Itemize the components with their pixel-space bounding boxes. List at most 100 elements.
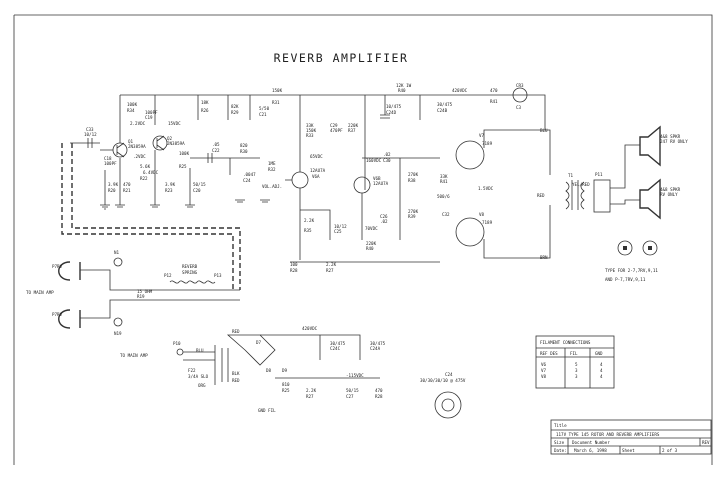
t1-name: T1 <box>568 173 574 178</box>
c24c-value: 30/475 <box>330 341 346 346</box>
r10w-name: R40 <box>398 88 406 93</box>
tb-doc-label: Document Number <box>572 440 610 445</box>
t1-core <box>571 180 579 210</box>
connector-pins <box>623 246 652 250</box>
c32-name: C32 <box>442 212 450 217</box>
jack-p7rv-bottom <box>58 309 81 329</box>
tb-date-label: Date: <box>554 448 567 453</box>
spk1-note: 247 RV ONLY <box>660 139 688 144</box>
r30-value: 820 <box>240 143 248 148</box>
fil-row-ref: V6 <box>541 362 547 367</box>
yel-wire: YEL/RED <box>572 182 590 187</box>
cr3-symbol <box>512 87 528 103</box>
r43-name: R41 <box>490 99 498 104</box>
v420b-label: 420VDC <box>302 326 318 331</box>
cathode-bypass <box>300 209 331 240</box>
r29-name: R29 <box>231 110 239 115</box>
r21-value: 470 <box>123 182 131 187</box>
c24d-value: 10/475 <box>386 104 402 109</box>
r39-name: R39 <box>408 214 416 219</box>
q2-leads <box>156 135 165 151</box>
v6b-part: 12AU7A <box>373 181 389 186</box>
c24-can <box>434 391 462 419</box>
f22-label: F22 <box>188 368 196 373</box>
brn-wire: BRN <box>540 255 548 260</box>
fil-header-fil: FIL <box>570 351 578 356</box>
tb-title-label: Title <box>554 423 567 428</box>
c31-name: C30 <box>383 158 391 163</box>
c29-value: 470PF <box>330 128 343 133</box>
v115-label: -115VDC <box>346 373 364 378</box>
spk2-note: RV ONLY <box>660 192 678 197</box>
tb-rev-label: REV <box>702 440 710 445</box>
ground-symbols-input <box>100 204 195 210</box>
sheet-border <box>13 14 713 465</box>
r22-value: 5.6K <box>140 164 151 169</box>
reverb-label: REVERB <box>182 264 198 269</box>
fil-row-fil: 5 <box>575 362 578 367</box>
spk1-label: 4&8 SPKR <box>660 134 681 139</box>
q2-symbol <box>152 135 168 151</box>
c26-value: .02 <box>380 219 388 224</box>
c24c-name: C24C <box>330 346 341 351</box>
jack-p7rv-top <box>58 261 81 281</box>
type-connector-2 <box>642 240 658 256</box>
r43-value: 470 <box>490 88 498 93</box>
r37-value: 220K <box>348 123 359 128</box>
gnd-fil-label: GND FIL <box>258 408 276 413</box>
spring-label: SPRING <box>182 270 198 275</box>
t1-primary <box>565 181 570 210</box>
c24b-value: 30/475 <box>437 102 453 107</box>
v2-label: 2.2VDC <box>130 121 146 126</box>
c27-name: C27 <box>346 394 354 399</box>
tb-title: 117V TYPE 145 ROTOR AND REVERB AMPLIFIER… <box>556 432 660 437</box>
v6a-name: V6A <box>312 174 320 179</box>
bridge-rectifier <box>226 334 276 366</box>
fil-row-gnd: 4 <box>600 362 603 367</box>
q1-part: 2N3859A <box>128 144 146 149</box>
v65-label: 65VDC <box>310 154 323 159</box>
v7-part: 7189 <box>482 141 493 146</box>
c20-value: 50/15 <box>193 182 206 187</box>
fil-row-ref: V7 <box>541 368 547 373</box>
p10-label: P10 <box>173 341 181 346</box>
p10-plug <box>176 348 184 356</box>
c33-symbol <box>87 138 93 148</box>
c24-inner <box>441 398 455 412</box>
v15-cathode: 1.5VDC <box>478 186 494 191</box>
v64-label: 6.4VDC <box>143 170 159 175</box>
r210-name: R25 <box>282 388 290 393</box>
r33-name: R33 <box>306 133 314 138</box>
v7-name: V7 <box>479 133 485 138</box>
r28b-value: 470 <box>375 388 383 393</box>
output-plates <box>483 129 551 259</box>
r27-value: 2.2K <box>326 262 337 267</box>
v8-tube <box>455 217 485 247</box>
r33-value: 33K <box>306 123 314 128</box>
c32-value: 500/6 <box>437 194 450 199</box>
r31-name: R31 <box>272 100 280 105</box>
cr3-lead <box>520 94 546 130</box>
r10w-value: 12K 1W <box>396 83 412 88</box>
blu-label: BLU <box>196 348 204 353</box>
shielded-cable-1 <box>71 143 241 290</box>
c27-value: 50/15 <box>346 388 359 393</box>
c24-spec: 30/30/30/10 @ 475V <box>420 378 466 383</box>
blu-wire: BLU <box>540 128 548 133</box>
mains-wires <box>183 345 216 385</box>
c19-value: 100PF <box>145 110 158 115</box>
c33-value: 10/12 <box>84 132 97 137</box>
r19-name: R19 <box>137 294 145 299</box>
r20-name: R20 <box>108 188 116 193</box>
fil-row-gnd: 4 <box>600 368 603 373</box>
v6a-leads <box>285 95 301 260</box>
v6b-leads <box>361 157 440 240</box>
r22-name: R22 <box>140 176 148 181</box>
c26-name: C26 <box>380 214 388 219</box>
q1-leads <box>100 142 125 158</box>
n19-node <box>113 317 123 327</box>
r28-name: R28 <box>290 268 298 273</box>
reverb-spring <box>169 280 216 284</box>
